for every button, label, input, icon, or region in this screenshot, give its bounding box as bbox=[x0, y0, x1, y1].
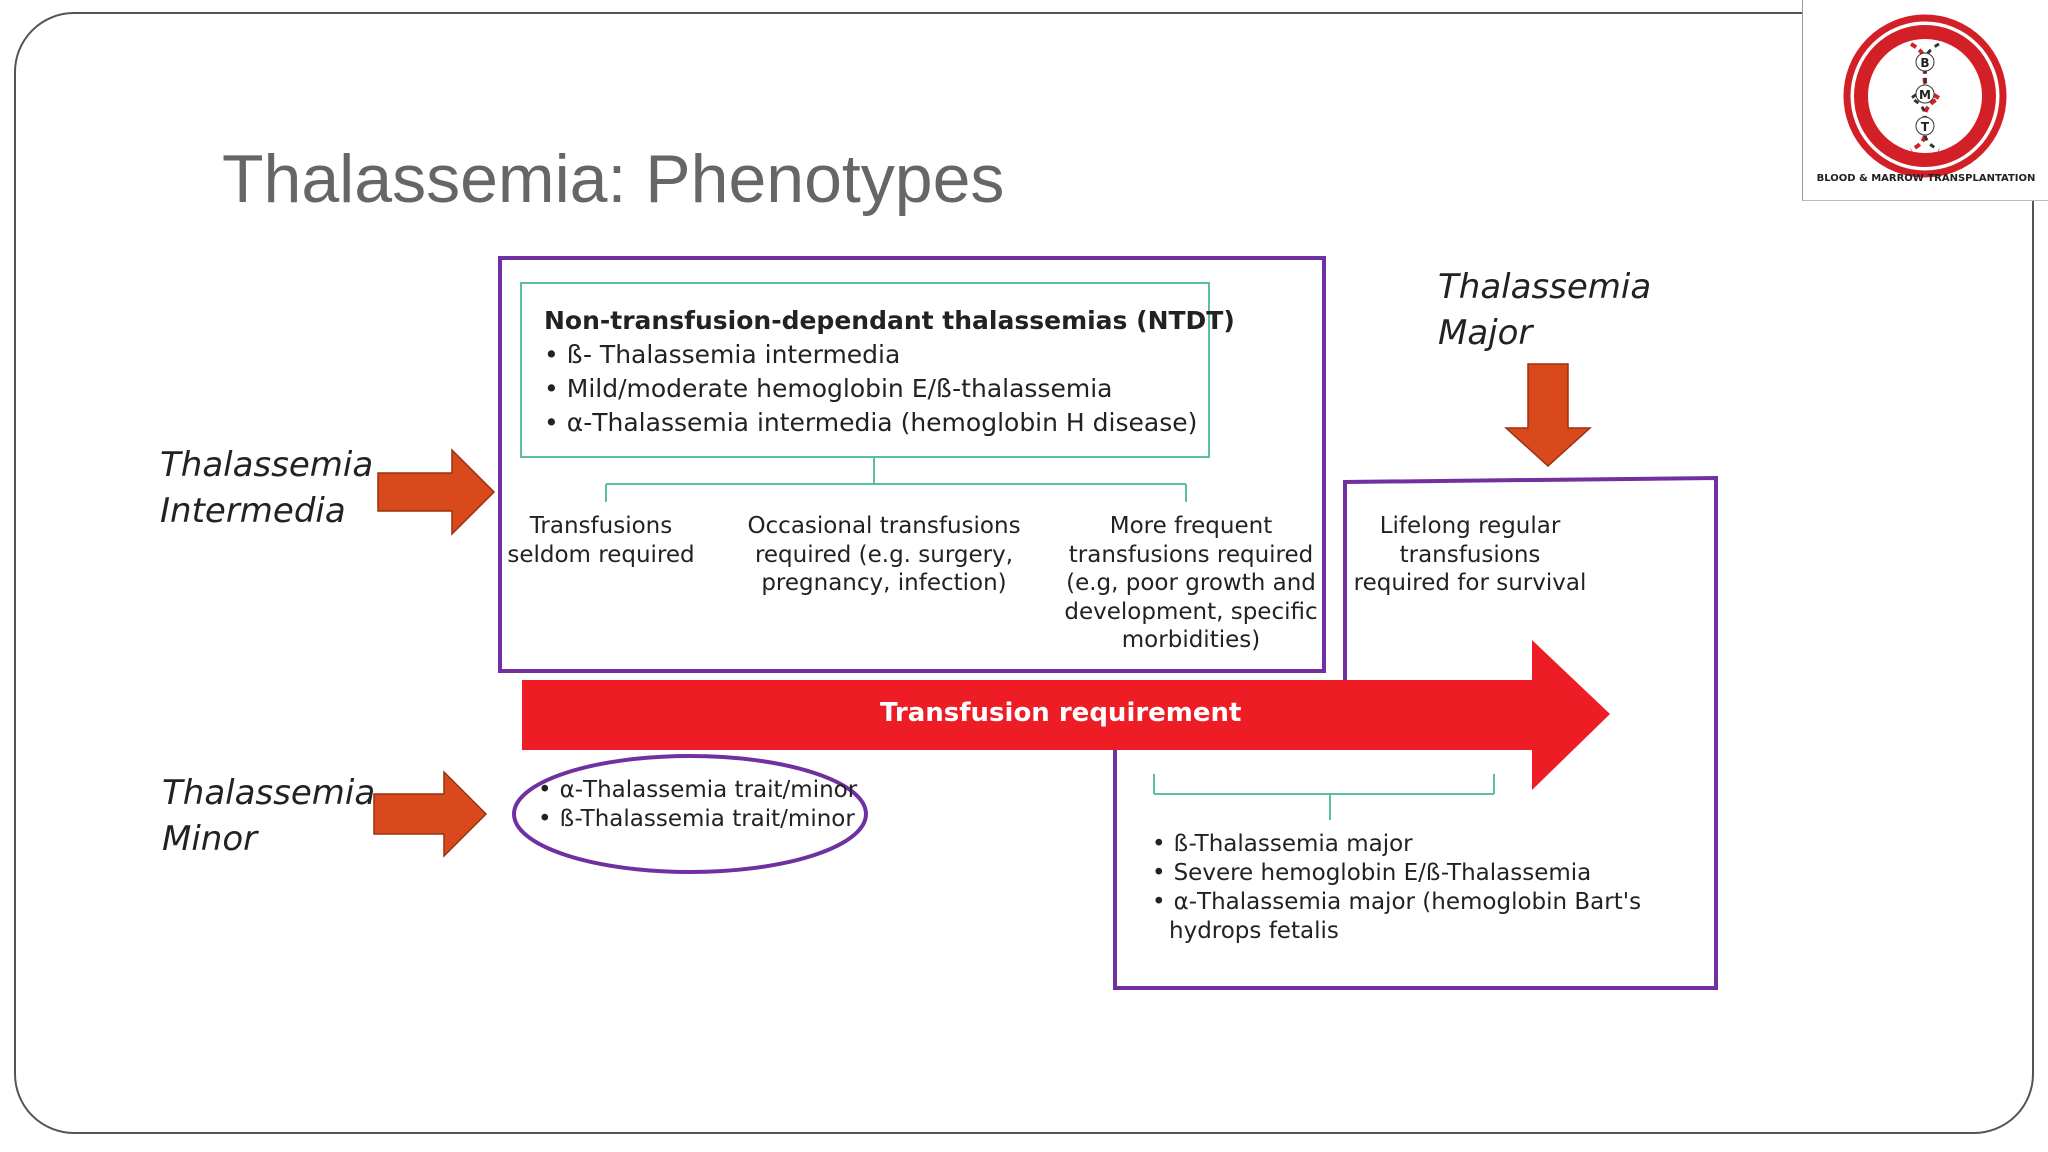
ntdt-heading: Non-transfusion-dependant thalassemias (… bbox=[544, 306, 1235, 335]
slide-title: Thalassemia: Phenotypes bbox=[222, 141, 1005, 217]
intermedia-arrow-icon bbox=[377, 448, 496, 536]
list-item: α-Thalassemia trait/minor bbox=[538, 776, 858, 805]
major-outline bbox=[1113, 475, 1718, 990]
major-arrow-icon bbox=[1504, 363, 1592, 468]
list-item: ß- Thalassemia intermedia bbox=[544, 338, 1208, 372]
major-list: ß-Thalassemia major Severe hemoglobin E/… bbox=[1152, 830, 1641, 946]
level-line: Occasional transfusions bbox=[747, 513, 1021, 539]
level-line: required for survival bbox=[1353, 570, 1587, 596]
label-minor-line2: Minor bbox=[162, 819, 258, 859]
list-item-continuation: hydrops fetalis bbox=[1169, 918, 1339, 944]
level-seldom: Transfusions seldom required bbox=[486, 512, 716, 569]
label-minor-line1: Thalassemia bbox=[162, 773, 376, 813]
logo-letter-t: T bbox=[1921, 120, 1930, 134]
level-line: More frequent bbox=[1109, 513, 1273, 539]
list-item: α-Thalassemia intermedia (hemoglobin H d… bbox=[544, 406, 1208, 440]
ntdt-outline bbox=[498, 256, 1326, 673]
level-line: (e.g, poor growth and bbox=[1066, 570, 1316, 596]
list-item: Severe hemoglobin E/ß-Thalassemia bbox=[1152, 859, 1641, 888]
level-line: Lifelong regular bbox=[1379, 513, 1561, 539]
list-item: ß-Thalassemia major bbox=[1152, 830, 1641, 859]
bmt-logo: B M T BLOOD & MARROW TRANSPLANTATION bbox=[1802, 0, 2048, 201]
transfusion-arrow bbox=[522, 640, 1610, 790]
level-line: development, specific bbox=[1064, 598, 1318, 625]
slide-frame bbox=[14, 12, 2034, 1134]
logo-caption: BLOOD & MARROW TRANSPLANTATION bbox=[1817, 173, 2036, 184]
level-line: Transfusions bbox=[529, 513, 673, 539]
level-frequent: More frequent transfusions required (e.g… bbox=[1060, 512, 1322, 655]
level-line: pregnancy, infection) bbox=[761, 570, 1007, 596]
list-item: α-Thalassemia major (hemoglobin Bart's bbox=[1152, 888, 1641, 917]
label-intermedia: Thalassemia Intermedia bbox=[160, 442, 373, 534]
list-item: Mild/moderate hemoglobin E/ß-thalassemia bbox=[544, 372, 1208, 406]
ntdt-bracket bbox=[605, 458, 1187, 502]
label-intermedia-line1: Thalassemia bbox=[160, 445, 374, 485]
major-bracket bbox=[1153, 774, 1495, 820]
level-line: transfusions bbox=[1399, 541, 1541, 568]
ntdt-list: ß- Thalassemia intermedia Mild/moderate … bbox=[544, 338, 1208, 440]
label-major-line2: Major bbox=[1438, 313, 1533, 353]
logo-letter-m: M bbox=[1919, 88, 1931, 102]
level-line: required (e.g. surgery, bbox=[754, 541, 1014, 568]
level-line: seldom required bbox=[507, 541, 695, 568]
label-intermedia-line2: Intermedia bbox=[160, 491, 346, 531]
ntdt-box: Non-transfusion-dependant thalassemias (… bbox=[520, 282, 1235, 458]
bmt-logo-emblem-icon: B M T BLOOD & MARROW TRANSPLANTATION bbox=[1817, 14, 2036, 184]
label-major: Thalassemia Major bbox=[1438, 264, 1651, 356]
level-lifelong: Lifelong regular transfusions required f… bbox=[1350, 512, 1590, 598]
level-line: morbidities) bbox=[1121, 627, 1261, 653]
level-occasional: Occasional transfusions required (e.g. s… bbox=[736, 512, 1032, 598]
logo-letter-b: B bbox=[1920, 56, 1929, 70]
label-major-line1: Thalassemia bbox=[1438, 267, 1652, 307]
minor-arrow-icon bbox=[373, 770, 488, 858]
transfusion-requirement-label: Transfusion requirement bbox=[880, 698, 1242, 728]
level-line: transfusions required bbox=[1068, 541, 1314, 568]
minor-list: α-Thalassemia trait/minor ß-Thalassemia … bbox=[538, 776, 858, 834]
minor-ellipse bbox=[512, 754, 868, 874]
list-item: ß-Thalassemia trait/minor bbox=[538, 805, 857, 834]
label-minor: Thalassemia Minor bbox=[162, 770, 375, 862]
